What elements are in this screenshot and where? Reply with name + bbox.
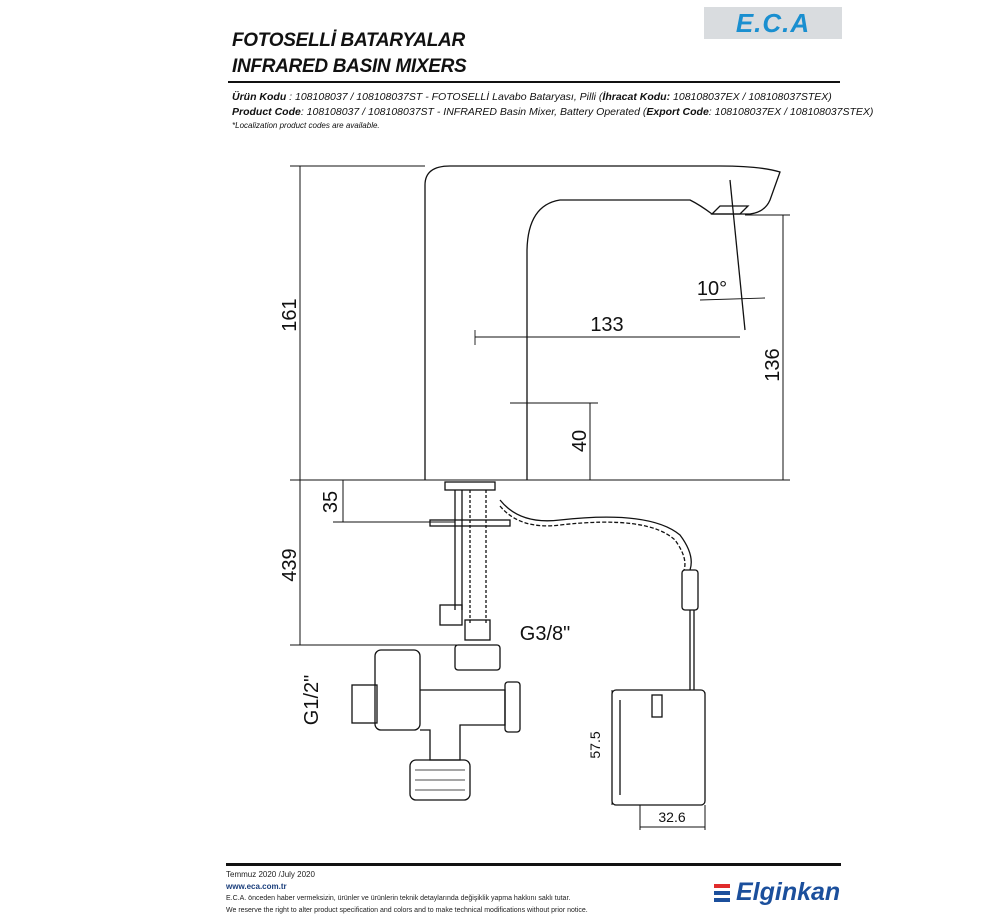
elginkan-mark-icon	[714, 883, 730, 902]
dimension-lines	[299, 166, 784, 830]
dim-height-total: 161	[279, 298, 301, 331]
dim-sensor-height: 40	[569, 430, 591, 452]
footer-divider	[226, 863, 841, 866]
footer-date: Temmuz 2020 /July 2020	[226, 870, 315, 879]
dim-deck: 35	[320, 491, 342, 513]
dim-spout-height: 136	[762, 348, 784, 381]
dim-reach: 133	[590, 314, 623, 336]
header-divider	[228, 81, 840, 83]
elginkan-logo: Elginkan	[714, 878, 840, 907]
title-en: INFRARED BASIN MIXERS	[232, 56, 467, 77]
footer-website[interactable]: www.eca.com.tr	[226, 882, 287, 891]
dim-hose: 439	[279, 548, 301, 581]
angle-valve	[351, 649, 521, 801]
product-code-en: Product Code: 108108037 / 108108037ST - …	[232, 106, 874, 118]
faucet-body	[424, 165, 781, 480]
dim-battery-height: 57.5	[587, 731, 603, 758]
extension-lines	[290, 165, 790, 646]
footer-disclaimer-en: We reserve the right to alter product sp…	[226, 907, 588, 914]
product-code-tr: Ürün Kodu : 108108037 / 108108037ST - FO…	[232, 91, 832, 103]
footer-disclaimer-tr: E.C.A. önceden haber vermeksizin, ürünle…	[226, 895, 571, 902]
dim-thread-large: G1/2"	[301, 675, 323, 725]
title-tr: FOTOSELLİ BATARYALAR	[232, 30, 465, 51]
dim-thread-small: G3/8"	[520, 623, 570, 645]
battery-box	[611, 689, 706, 806]
dim-angle: 10°	[697, 278, 727, 300]
localization-note: *Localization product codes are availabl…	[232, 121, 380, 130]
dim-battery-width: 32.6	[658, 809, 685, 825]
sensor-cable	[499, 499, 699, 690]
shank-and-hoses	[429, 481, 511, 671]
eca-logo: E.C.A	[704, 7, 842, 39]
